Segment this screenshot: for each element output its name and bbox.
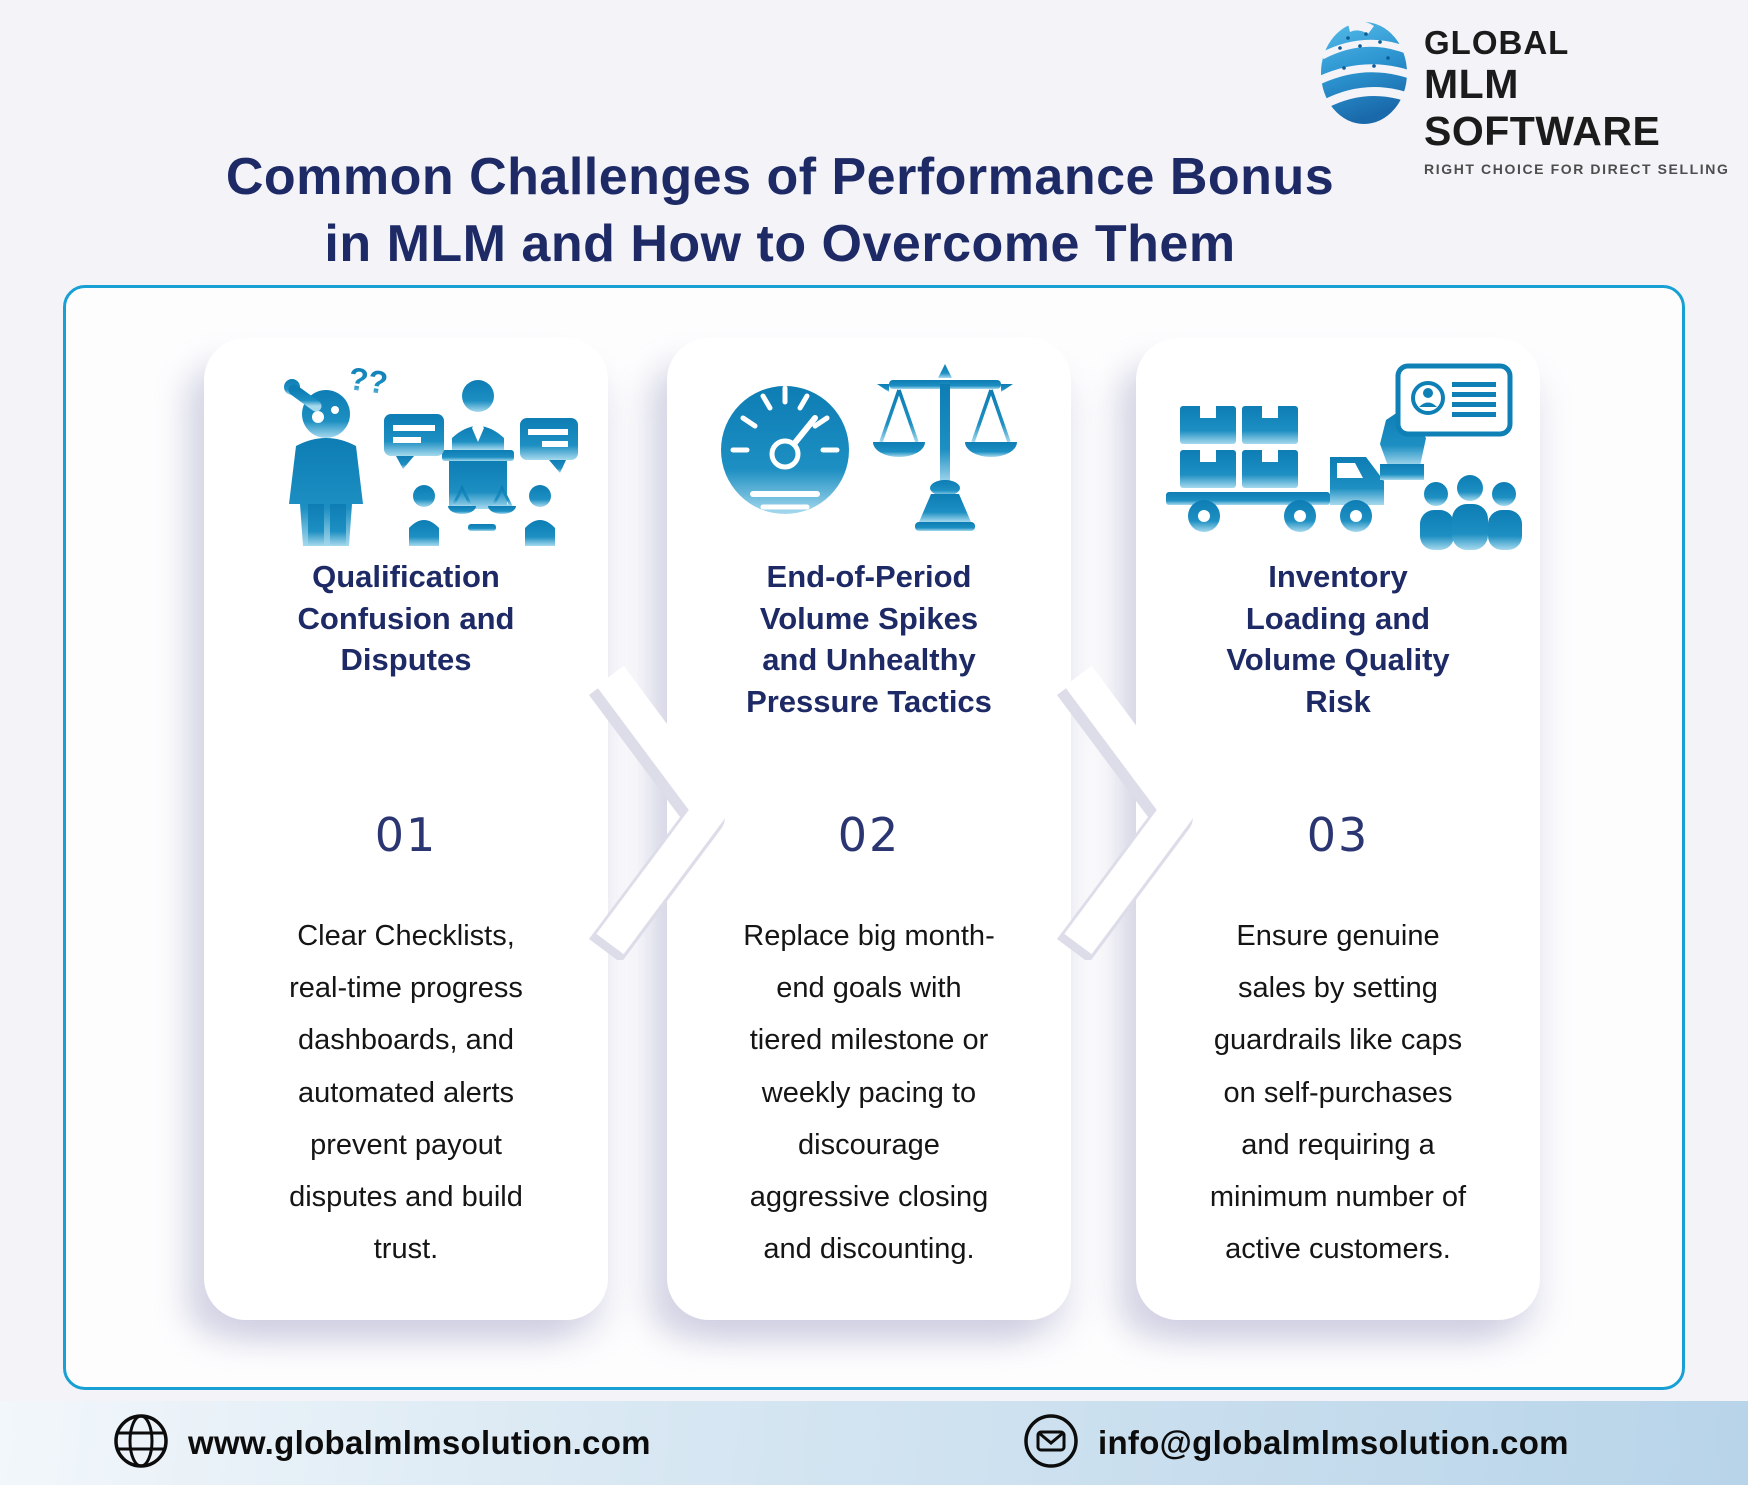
card2-number: 02 [837,808,901,862]
brand-tagline: RIGHT CHOICE FOR DIRECT SELLING [1424,160,1730,177]
id-card-hand-icon [1380,363,1513,480]
brand-name-top: GLOBAL [1424,24,1570,61]
mediation-discussion-icon [384,380,578,509]
footer-website-url: www.globalmlmsolution.com [188,1424,651,1461]
card1-icon-group: ?? [226,354,586,546]
customers-group-icon [1420,475,1522,550]
card3-description: Ensure genuine sales by setting guardrai… [1209,920,1467,1266]
loaded-truck-icon [1166,363,1522,550]
challenge-card-2: End-of-Period Volume Spikes and Unhealth… [667,338,1071,1320]
card1-number: 01 [374,808,438,862]
arrow-connector-1 [588,665,727,960]
card1-description: Clear Checklists, real-time progress das… [289,920,523,1266]
brand-logo: GLOBAL MLM SOFTWARE RIGHT CHOICE FOR DIR… [1318,18,1748,177]
footer-email: info@globalmlmsolution.com [1022,1412,1569,1475]
justice-scale-icon [409,478,555,546]
card2-description: Replace big month- end goals with tiered… [743,920,995,1266]
footer-website: www.globalmlmsolution.com [112,1412,651,1475]
challenge-card-1: ?? [204,338,608,1320]
challenge-card-3: Inventory Loading and Volume Quality Ris… [1136,338,1540,1320]
svg-text:??: ?? [346,360,390,401]
card1-title: Qualification Confusion and Disputes [297,559,515,678]
footer-bar: www.globalmlmsolution.com info@globalmlm… [0,1401,1748,1485]
brand-name-main: MLM SOFTWARE [1424,60,1661,154]
balance-scale-icon [873,364,1017,531]
card2-icon-group [701,354,1037,546]
globe-icon [112,1412,170,1475]
card2-title: End-of-Period Volume Spikes and Unhealth… [746,559,992,719]
card3-title: Inventory Loading and Volume Quality Ris… [1226,559,1450,719]
card3-number: 03 [1306,808,1370,862]
speedometer-icon [721,364,1017,531]
footer-email-address: info@globalmlmsolution.com [1098,1424,1569,1461]
confused-person-icon: ?? [284,360,578,546]
card3-icon-group [1152,354,1524,550]
page-title-line2: in MLM and How to Overcome Them [324,214,1236,273]
arrow-connector-2 [1056,665,1195,960]
page-title-line1: Common Challenges of Performance Bonus [225,148,1335,206]
brand-logo-text: GLOBAL MLM SOFTWARE RIGHT CHOICE FOR DIR… [1424,18,1748,177]
globe-swirl-icon [1318,18,1410,133]
envelope-icon [1022,1412,1080,1475]
page-title: Common Challenges of Performance Bonus i… [0,144,1560,277]
